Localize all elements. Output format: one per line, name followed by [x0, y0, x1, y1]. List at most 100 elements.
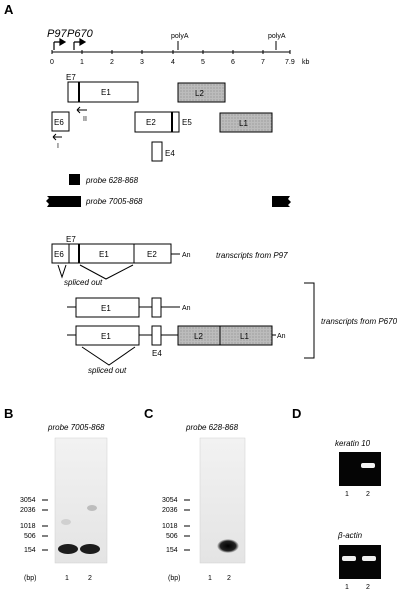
orf-e2-box: [134, 111, 180, 133]
gel-actin-band-lane1: [342, 556, 356, 561]
orf-l2-label: L2: [195, 89, 204, 98]
transcript-p97: E7 E6 E1 E2 An spliced out: [51, 235, 191, 287]
blot-b-marker-154: 154: [24, 547, 36, 554]
polya-label-1: polyA: [171, 33, 189, 40]
t3-e4-label: E4: [152, 349, 162, 358]
blot-b-lane-1: 1: [65, 575, 69, 582]
promoter-p97-label: P97: [47, 28, 67, 40]
blot-b-marker-1018: 1018: [20, 523, 36, 530]
t1-an-label: An: [182, 252, 191, 259]
gel-actin-image: [339, 545, 381, 579]
blot-b-band-lane1: [58, 544, 78, 554]
t3-l1-label: L1: [240, 332, 249, 341]
primer-i-arrow: [52, 133, 62, 141]
gel-actin-title: β-actin: [337, 531, 363, 540]
blot-c-band-lane2: [217, 539, 239, 553]
blot-c-unit: (bp): [168, 575, 180, 582]
tick-6: 6: [231, 59, 235, 66]
t2-e1-label: E1: [101, 304, 111, 313]
blot-b-lane-2: 2: [88, 575, 92, 582]
blot-b-marker-2036: 2036: [20, 507, 36, 514]
gel-keratin-band-lane2: [361, 463, 375, 468]
t1-e7-label: E7: [66, 235, 76, 244]
blot-b-markers: 3054 2036 1018 506 154 (bp) 1 2: [20, 497, 92, 582]
tick-0: 0: [50, 59, 54, 66]
promoter-p670: P670: [67, 28, 94, 50]
tick-5: 5: [201, 59, 205, 66]
orf-e7-label: E7: [66, 73, 76, 82]
gel-keratin-image: [339, 452, 381, 486]
gel-keratin-title: keratin 10: [335, 439, 371, 448]
blot-c-title: probe 628-868: [185, 423, 239, 432]
blot-b-marker-506: 506: [24, 533, 36, 540]
t3-l2-label: L2: [194, 332, 203, 341]
t1-spliced-label: spliced out: [64, 278, 103, 287]
panel-c-letter: C: [144, 406, 154, 421]
unit-kb: kb: [302, 59, 310, 66]
from-p97-label: transcripts from P97: [216, 251, 288, 260]
orf-l1-label: L1: [239, 119, 248, 128]
orf-map: E7 E1 L2 II E6 I E2 E5 L1 E4: [51, 73, 273, 162]
panel-a-letter: A: [4, 2, 14, 17]
orf-e2-label: E2: [146, 118, 156, 127]
tick-2: 2: [110, 59, 114, 66]
blot-b-band-lane2: [80, 544, 100, 554]
t3-spliced-label: spliced out: [88, 366, 127, 375]
from-p670-label: transcripts from P670: [321, 317, 398, 326]
probe-7005-868: probe 7005-868: [46, 196, 291, 207]
tick-7: 7: [261, 59, 265, 66]
primer-i-label: I: [57, 143, 59, 150]
blot-c-marker-2036: 2036: [162, 507, 178, 514]
blot-b-faint-band: [87, 505, 97, 511]
t3-an-label: An: [277, 333, 286, 340]
gel-actin-lane-2: 2: [366, 584, 370, 591]
transcript-p670-a: E1 An: [67, 297, 191, 318]
t2-an-label: An: [182, 305, 191, 312]
blot-b-title: probe 7005-868: [47, 423, 105, 432]
blot-b-faint-band-2: [61, 519, 71, 525]
t3-e1-label: E1: [101, 332, 111, 341]
genome-scale: 0 1 2 3 4 5 6 7 7.9 kb: [50, 50, 310, 66]
blot-c-markers: 3054 2036 1018 506 154 (bp) 1 2: [162, 497, 231, 582]
tick-7-9: 7.9: [285, 59, 295, 66]
transcript-p670-b: E1 E4 L2 L1 An spliced out: [67, 325, 286, 375]
tick-4: 4: [171, 59, 175, 66]
probe-628-label: probe 628-868: [85, 176, 139, 185]
gel-actin-lane-1: 1: [345, 584, 349, 591]
orf-e7-e1-box: [67, 81, 139, 103]
probe-628-868: probe 628-868: [69, 174, 139, 185]
tick-1: 1: [80, 59, 84, 66]
t1-e2-label: E2: [147, 250, 157, 259]
orf-e5-label: E5: [182, 118, 192, 127]
blot-c-lane-1: 1: [208, 575, 212, 582]
blot-b-image: [54, 437, 108, 564]
orf-e1-label: E1: [101, 88, 111, 97]
gel-keratin-lane-2: 2: [366, 491, 370, 498]
probe-7005-label: probe 7005-868: [85, 197, 143, 206]
promoter-p670-label: P670: [67, 28, 94, 40]
blot-b-unit: (bp): [24, 575, 36, 582]
orf-l2-box: [177, 82, 226, 103]
blot-c-marker-1018: 1018: [162, 523, 178, 530]
orf-e4-label: E4: [165, 149, 175, 158]
orf-l1-box: [219, 112, 273, 133]
primer-ii-arrow: [76, 106, 87, 114]
t1-e6-label: E6: [54, 250, 64, 259]
gel-actin-band-lane2: [362, 556, 376, 561]
blot-b-marker-3054: 3054: [20, 497, 36, 504]
polya-label-2: polyA: [268, 33, 286, 40]
gel-keratin-lane-1: 1: [345, 491, 349, 498]
blot-c-marker-154: 154: [166, 547, 178, 554]
primer-ii-label: II: [83, 116, 87, 123]
orf-e4-box: [151, 141, 163, 162]
panel-d-letter: D: [292, 406, 301, 421]
orf-e6-label: E6: [54, 118, 64, 127]
blot-c-marker-3054: 3054: [162, 497, 178, 504]
tick-3: 3: [140, 59, 144, 66]
p670-bracket: [304, 282, 315, 359]
blot-c-marker-506: 506: [166, 533, 178, 540]
panel-b-letter: B: [4, 406, 13, 421]
t1-e1-label: E1: [99, 250, 109, 259]
orf-e6-box: [51, 111, 70, 132]
